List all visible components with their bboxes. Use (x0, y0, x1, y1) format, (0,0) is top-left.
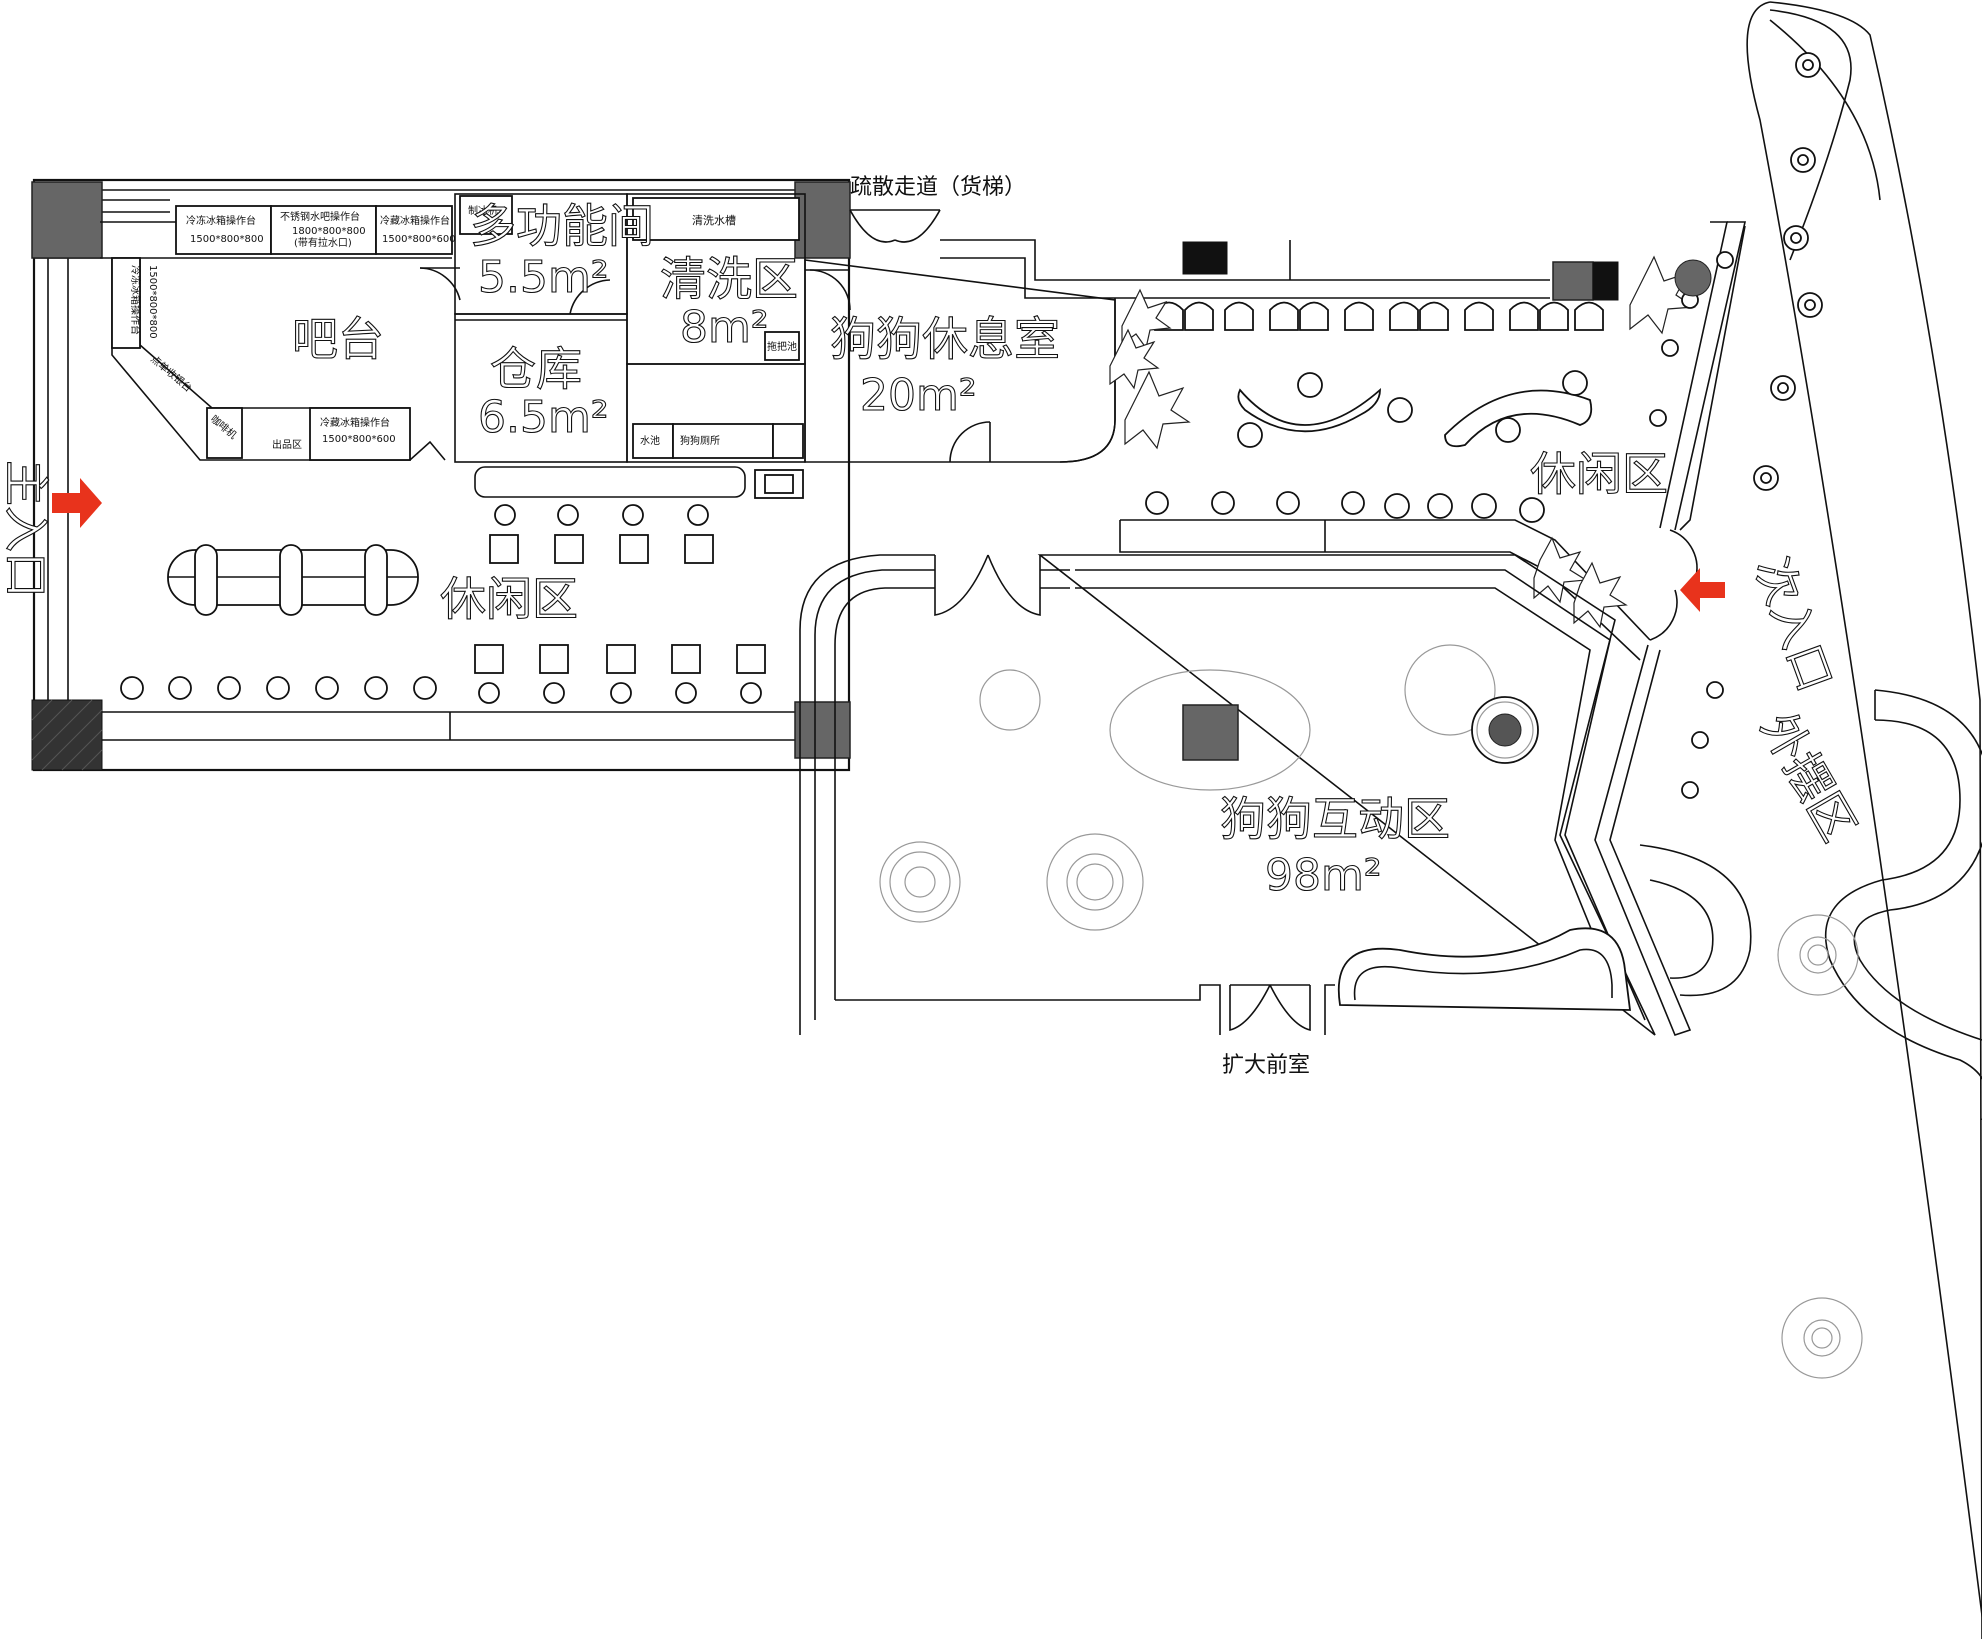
equip-1-size: 1500*800*800 (190, 234, 264, 245)
evac-label: 疏散走道（货梯） (850, 175, 1026, 200)
left-block (32, 178, 851, 772)
equip-3-size: 1500*800*600 (382, 234, 456, 245)
ice-machine: 制冰机 (468, 204, 498, 217)
leisure-right-label: 休闲区 (1530, 447, 1668, 501)
second-entrance-arrow (1680, 568, 1725, 612)
upper-corridor (940, 239, 1619, 301)
leisure-right (1059, 298, 1651, 661)
dog-play-label: 狗狗互动区 (1220, 792, 1450, 846)
water-pool-label: 水池 (640, 434, 660, 447)
rooms (419, 193, 1116, 499)
front-room-label: 扩大前室 (1222, 1053, 1310, 1078)
equip-2-size: 1800*800*800 (292, 226, 366, 237)
column-hatched (31, 699, 103, 771)
dog-toilet-label: 狗狗厕所 (680, 434, 720, 447)
plants (1109, 255, 1696, 629)
equip-2-note: (带有拉水口) (294, 236, 352, 249)
multi-room-area: 5.5m² (478, 252, 608, 303)
column (794, 701, 851, 759)
main-entrance-label: 主入口 (0, 460, 53, 598)
equip-2: 不锈钢水吧操作台 (280, 210, 360, 223)
equip-5-size: 1500*800*800 (147, 265, 158, 339)
outdoor-label: 外摆区 (1750, 704, 1866, 851)
equip-4-size: 1500*800*600 (322, 434, 396, 445)
bar-label: 吧台 (292, 312, 384, 366)
multi-room-label: 多功能间 (470, 199, 654, 253)
equip-5: 冷冻冰箱操作台 (129, 265, 142, 335)
dog-rest-area: 20m² (860, 370, 977, 421)
wash-sink-label: 清洗水槽 (692, 214, 736, 227)
second-entrance-label: 次入口 (1745, 550, 1843, 698)
outdoor-area (1746, 1, 1982, 1639)
washing-area: 8m² (680, 302, 769, 353)
washing-label: 清洗区 (660, 252, 798, 306)
main-entrance-arrow (52, 478, 102, 528)
dog-play-area-label: 98m² (1265, 850, 1382, 901)
mop-pool-label: 拖把池 (767, 340, 797, 353)
east-wall (1594, 221, 1752, 1036)
sales-exit: 出品区 (272, 438, 302, 451)
column (31, 181, 103, 259)
dog-play-area (799, 554, 1656, 1036)
equip-4: 冷藏冰箱操作台 (320, 416, 390, 429)
leisure-left-label: 休闲区 (440, 572, 578, 626)
equip-1: 冷冻冰箱操作台 (186, 214, 256, 227)
leisure-left-furniture (120, 504, 766, 704)
bar-counter (100, 195, 513, 461)
storage-area: 6.5m² (478, 392, 608, 443)
equip-3: 冷藏冰箱操作台 (380, 214, 450, 227)
main-entrance (52, 478, 102, 528)
storage-label: 仓库 (490, 342, 582, 396)
dog-rest-label: 狗狗休息室 (830, 312, 1060, 366)
